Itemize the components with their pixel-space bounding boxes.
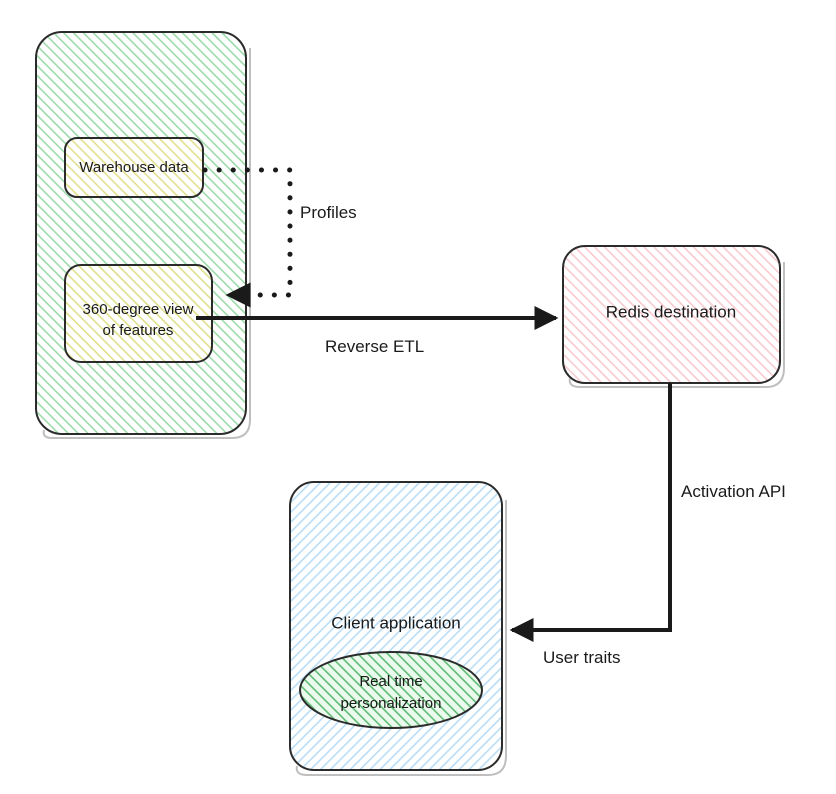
warehouse-container-shadow [42,48,251,439]
node-warehouse-container[interactable] [35,31,251,439]
real-time-personalization-label-line1: Real time [359,673,422,690]
warehouse-container-shape [35,31,247,435]
real-time-personalization-label-line2: personalization [341,695,442,712]
user-traits-edge-label: User traits [543,648,620,667]
node-real-time-personalization[interactable]: Real time personalization [299,651,483,729]
activation-api-edge-label: Activation API [681,482,786,501]
node-redis-destination[interactable]: Redis destination [562,245,785,388]
real-time-personalization-shape [299,651,483,729]
view-of-features-shape [64,264,213,363]
edge-reverse-etl[interactable]: Reverse ETL [196,306,559,356]
node-client-application[interactable]: Client application [289,481,507,776]
view-of-features-label-line1: 360-degree view [83,301,194,318]
redis-destination-label: Redis destination [606,302,736,321]
redis-destination-shadow [568,262,785,388]
profiles-edge-path [202,167,293,308]
reverse-etl-edge-label: Reverse ETL [325,337,424,356]
client-application-shadow [295,500,507,776]
activation-api-edge-path [509,383,672,642]
edge-profiles[interactable]: Profiles [202,167,357,308]
node-view-of-features[interactable]: 360-degree view of features [64,264,213,363]
edge-activation-api[interactable]: Activation API User traits [509,383,786,667]
profiles-edge-label: Profiles [300,203,357,222]
view-of-features-label-line2: of features [103,322,174,339]
warehouse-data-shape [64,137,204,198]
client-application-label: Client application [331,613,460,632]
warehouse-data-label: Warehouse data [79,159,189,176]
node-warehouse-data[interactable]: Warehouse data [64,137,204,198]
